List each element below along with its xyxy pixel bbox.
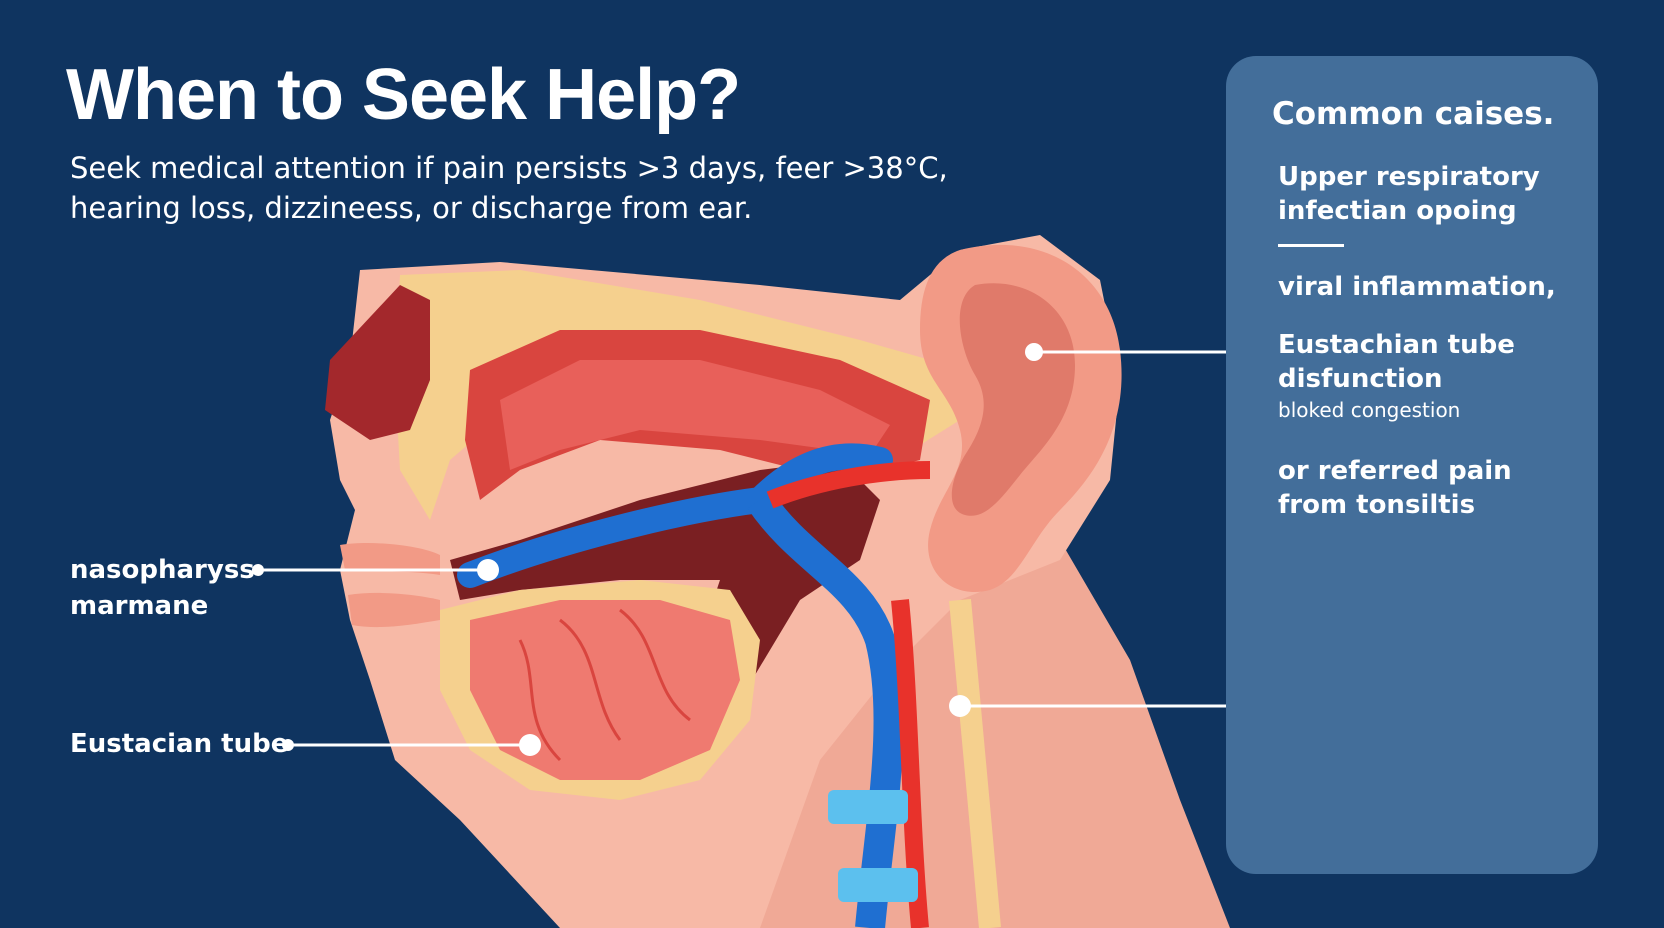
label-nasopharynx: nasopharyss marmane xyxy=(70,552,255,624)
leader-dot-throat-start xyxy=(949,695,971,717)
sinus-inner-shape xyxy=(500,360,890,470)
leader-dot-eustachian-start xyxy=(282,739,294,751)
page-title: When to Seek Help? xyxy=(66,55,741,135)
lower-lip-shape xyxy=(348,592,440,628)
eustachian-tube-vessel xyxy=(457,443,893,588)
tongue-shape xyxy=(470,600,740,780)
ear-inner-shape xyxy=(951,283,1075,516)
cause-note: bloked congestion xyxy=(1278,398,1461,422)
page-subtitle: Seek medical attention if pain persists … xyxy=(70,148,970,228)
cause-text: viral inflammation, xyxy=(1278,272,1556,302)
tongue-fold-3 xyxy=(518,639,562,762)
cause-text: infectian opoing xyxy=(1278,196,1517,226)
label-line: nasopharyss xyxy=(70,555,255,585)
panel-heading: Common caises. xyxy=(1272,96,1555,132)
vertebra-column xyxy=(949,598,1001,928)
label-line: marmane xyxy=(70,591,209,621)
nasal-cavity-shape xyxy=(325,285,430,440)
upper-lip-shape xyxy=(340,543,440,575)
cause-item-eustachian: Eustachian tube disfunction bloked conge… xyxy=(1278,328,1515,424)
leader-dot-nasopharynx-start xyxy=(252,564,264,576)
cause-item-respiratory: Upper respiratory infectian opoing xyxy=(1278,160,1540,228)
label-eustachian-tube: Eustacian tube xyxy=(70,729,289,759)
leader-dot-ear-start xyxy=(1025,343,1043,361)
leader-dot-eustachian-end xyxy=(519,734,541,756)
cause-item-referred-pain: or referred pain from tonsiltis xyxy=(1278,454,1512,522)
cause-text: Upper respiratory xyxy=(1278,162,1540,192)
cause-item-viral: viral inflammation, xyxy=(1278,270,1556,304)
tongue-fold-2 xyxy=(619,608,691,722)
vessel-clamp-lower xyxy=(838,868,918,902)
cause-text: Eustachian tube xyxy=(1278,330,1515,360)
tongue-fold-1 xyxy=(559,618,622,741)
cause-divider xyxy=(1278,244,1344,247)
vein-shape xyxy=(747,491,904,928)
common-causes-panel: Common caises. Upper respiratory infecti… xyxy=(1226,56,1598,874)
subtitle-line-2: hearing loss, dizzineess, or discharge f… xyxy=(70,191,753,225)
leader-dot-nasopharynx-end xyxy=(477,559,499,581)
cause-text: from tonsiltis xyxy=(1278,490,1476,520)
cause-text: or referred pain xyxy=(1278,456,1512,486)
cause-text: disfunction xyxy=(1278,364,1443,394)
subtitle-line-1: Seek medical attention if pain persists … xyxy=(70,151,948,185)
vessel-clamp-upper xyxy=(828,790,908,824)
